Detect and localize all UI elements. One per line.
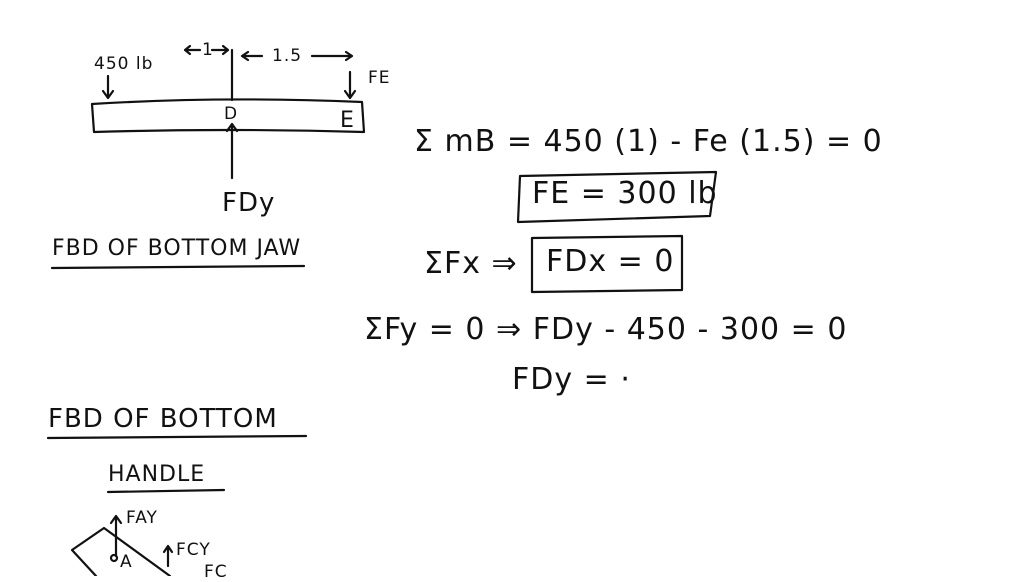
load-arrow-icon [101, 74, 115, 100]
fc-label: FC [204, 562, 228, 582]
dim-left-label: 1 [202, 40, 214, 60]
handle-title-line1: FBD OF BOTTOM [48, 404, 278, 434]
dim-right-label: 1.5 [272, 46, 303, 66]
sum-fy-equation: ΣFy = 0 ⇒ FDy - 450 - 300 = 0 [364, 312, 848, 347]
moment-equation: Σ mB = 450 (1) - Fe (1.5) = 0 [414, 124, 883, 159]
fdy-arrow-icon [225, 122, 239, 180]
dim-arrow-left-end [210, 44, 230, 56]
dim-arrow-left [183, 44, 202, 56]
point-d-label: D [224, 104, 239, 124]
fe-result-box [516, 170, 718, 224]
jaw-title-underline [50, 264, 306, 270]
fcy-label: FCY [176, 540, 211, 560]
fdx-result: FDx = 0 [546, 244, 675, 279]
dim-arrow-right-start [240, 50, 264, 62]
point-a-label: A [120, 552, 133, 572]
jaw-beam [90, 98, 366, 134]
fdx-result-box [530, 234, 684, 294]
fdy-partial: FDy = · [512, 362, 631, 397]
fe-arrow-icon [343, 70, 357, 100]
fdy-label: FDy [222, 188, 276, 218]
fay-arrow-icon [109, 514, 123, 558]
fcy-arrow-icon [162, 544, 174, 568]
fe-label: FE [368, 68, 391, 88]
load-label: 450 lb [94, 54, 154, 74]
point-e-label: E [340, 108, 355, 133]
fay-label: FAY [126, 508, 158, 528]
fe-result: FE = 300 lb [532, 176, 718, 211]
handle-title-underline-2 [106, 488, 226, 494]
handle-title-line2: HANDLE [108, 462, 206, 487]
handle-shape [70, 526, 172, 576]
pin-a-icon [109, 553, 119, 563]
dim-arrow-right-end [310, 50, 354, 62]
handle-title-underline-1 [46, 434, 308, 440]
jaw-title: FBD OF BOTTOM JAW [52, 236, 302, 261]
sum-fx-label: ΣFx ⇒ [424, 246, 518, 281]
